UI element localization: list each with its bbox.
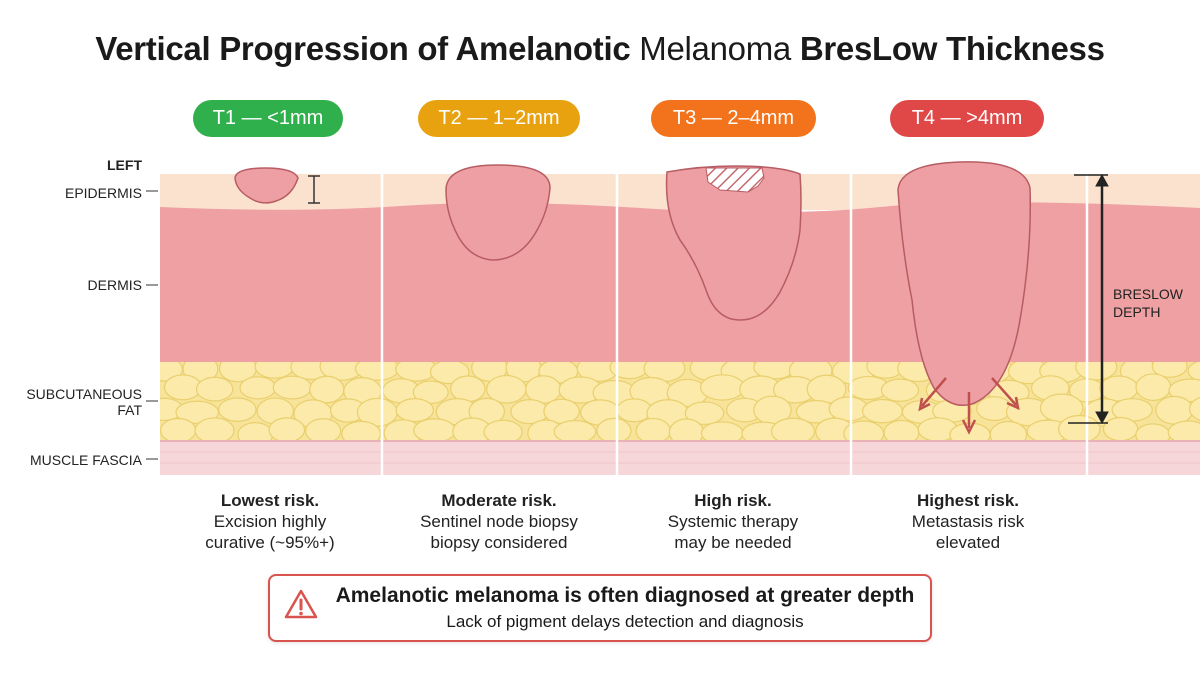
stage-pill-t4: T4 — >4mm [890,100,1044,137]
tumor-t1 [234,167,299,204]
tumor-t2 [445,164,551,261]
risk-line: Sentinel node biopsy [420,512,578,531]
layer-label-subcutaneous-line2: FAT [117,402,142,418]
risk-line: Systemic therapy [667,512,799,531]
fat-cell [195,376,234,402]
risk-t2: Moderate risk. Sentinel node biopsy biop… [384,490,614,553]
title-part-3: BresLow Thickness [799,30,1105,67]
layer-label-top: LEFT [107,157,142,173]
title-part-2: Melanoma [639,30,791,67]
stage-pill-t1: T1 — <1mm [193,100,343,137]
fat-cell [635,417,671,442]
muscle-fascia-layer [160,440,1200,475]
fat-cell [239,376,277,400]
layer-label-subcutaneous-line1: SUBCUTANEOUS [26,386,142,402]
fat-cell [413,418,457,442]
tumor-t3 [665,165,802,321]
fat-cell [1167,420,1200,442]
layer-label-muscle: MUSCLE FASCIA [29,452,142,468]
risk-line: curative (~95%+) [205,533,335,552]
risk-line: elevated [935,533,1001,552]
risk-heading: High risk. [694,491,772,510]
fat-cell [218,397,257,422]
fat-cell [450,375,486,403]
risk-t3: High risk. Systemic therapy may be neede… [618,490,848,553]
risk-line: biopsy considered [430,533,568,552]
fat-cell [341,420,382,442]
fat-cell [305,418,342,442]
fat-cell [1135,373,1172,401]
page-title: Vertical Progression of Amelanotic Melan… [0,30,1200,68]
title-part-1: Vertical Progression of Amelanotic [95,30,631,67]
fat-cell [861,398,903,424]
stage-pill-t3: T3 — 2–4mm [651,100,816,137]
fat-cell [272,375,312,400]
fat-cell [616,398,653,423]
risk-t1: Lowest risk. Excision highly curative (~… [155,490,385,553]
fat-cell [1151,362,1188,378]
fat-cells [160,362,1200,442]
risk-line: Metastasis risk [911,512,1025,531]
risk-heading: Lowest risk. [220,491,320,510]
fat-cell [268,417,306,442]
breslow-label-line1: BRESLOW [1113,286,1184,302]
warning-callout: Amelanotic melanoma is often diagnosed a… [268,574,932,642]
layer-label-epidermis: EPIDERMIS [64,185,142,201]
risk-heading: Moderate risk. [441,491,557,510]
fat-cell [309,375,345,404]
warning-triangle-icon [284,589,318,619]
fat-cell [483,419,523,442]
fat-cell [395,398,434,423]
fat-cell [1102,416,1139,442]
fat-cell [160,417,197,442]
fat-cell [596,417,632,442]
fat-cell [1058,414,1101,442]
fat-cell [770,417,816,442]
warning-subtitle: Lack of pigment delays detection and dia… [446,612,804,631]
fat-cell [880,378,920,402]
risk-t4: Highest risk. Metastasis risk elevated [853,490,1083,553]
risk-line: Excision highly [213,512,327,531]
fat-cell [989,420,1028,442]
fat-cell [194,417,235,442]
breslow-label-line2: DEPTH [1113,304,1160,320]
invasion-arrows [918,377,1020,435]
fat-cell [1188,396,1200,421]
layer-label-subcutaneous: SUBCUTANEOUS FAT [5,386,142,418]
layer-label-dermis: DERMIS [87,277,142,293]
warning-title: Amelanotic melanoma is often diagnosed a… [335,584,915,607]
skin-cross-section-diagram: BRESLOW DEPTH [146,161,1200,475]
fat-cell [828,396,869,422]
breslow-depth-arrow [1068,173,1109,425]
risk-heading: Highest risk. [916,491,1020,510]
tumor-t4 [897,161,1032,406]
stage-pill-t2: T2 — 1–2mm [418,100,580,137]
fat-cell [553,419,597,442]
fat-cell [163,374,202,401]
risk-line: may be needed [674,533,792,552]
t1-thickness-bracket [308,175,320,204]
fat-cell [1187,362,1200,382]
fat-cell [1155,395,1194,425]
ulceration-patch [705,167,765,193]
fat-cell [976,396,1013,422]
fat-cell [1099,375,1139,402]
fat-cell [699,374,745,401]
fat-cell [684,401,725,426]
